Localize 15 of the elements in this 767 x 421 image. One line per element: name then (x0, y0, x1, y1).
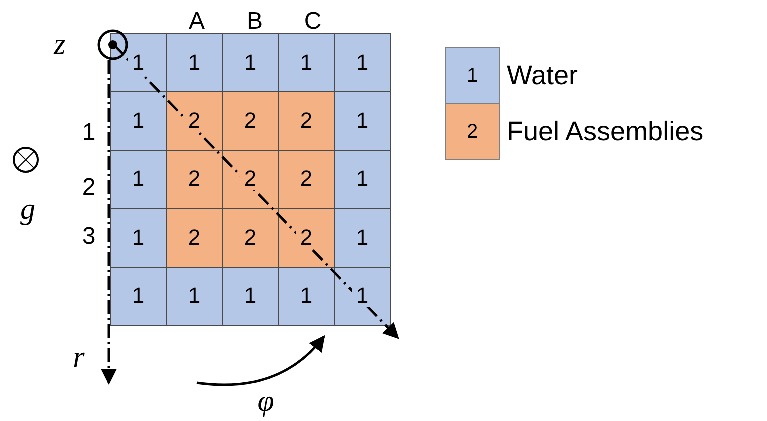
legend-label: Water (507, 62, 578, 90)
legend-swatch: 2 (445, 103, 500, 160)
axis-label: g (20, 195, 36, 225)
axis-label: z (54, 30, 66, 60)
row-label: 1 (82, 121, 96, 145)
axis-label: φ (258, 387, 274, 417)
row-label: 3 (82, 225, 96, 249)
legend-swatch: 1 (445, 47, 500, 104)
column-label: A (189, 10, 205, 34)
row-label: 2 (82, 176, 96, 200)
column-label: C (304, 10, 322, 34)
legend-label: Fuel Assemblies (507, 118, 704, 146)
axis-label: r (73, 343, 85, 373)
column-label: B (247, 10, 263, 34)
cell-value: 1 (352, 285, 373, 308)
